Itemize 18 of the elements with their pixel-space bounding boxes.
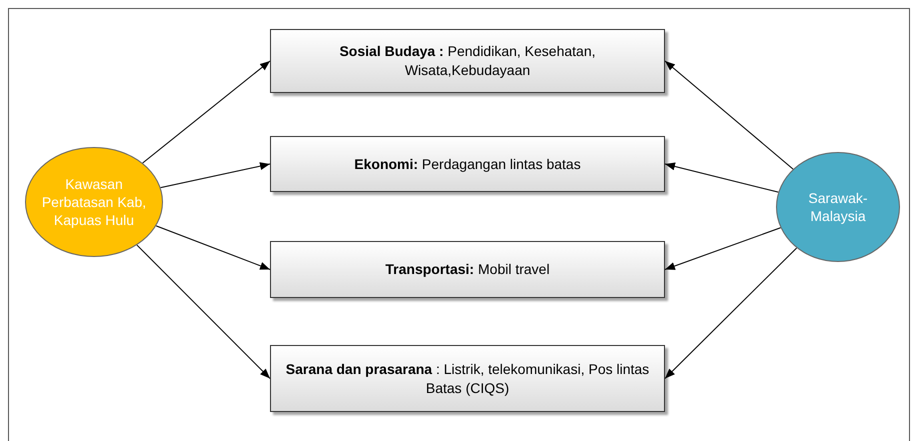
process-box [270,345,665,412]
box-label: Sarana dan prasarana : Listrik, telekomunikasi, Pos lintas Batas (CIQS) [284,360,650,398]
process-box [270,136,665,192]
node-label: Kawasan Perbatasan Kab, Kapuas Hulu [40,175,148,229]
arrow [664,247,798,379]
arrow [664,60,794,170]
process-box [270,241,665,298]
process-box [270,29,665,93]
box-label: Transportasi: Mobil travel [385,260,550,279]
box-label: Ekonomi: Perdagangan lintas batas [354,154,581,174]
box-label: Sosial Budaya : Pendidikan, Kesehatan, Wisata,Kebudayaan [338,42,597,80]
arrow [160,162,270,188]
arrow [664,227,782,270]
node-label: Sarawak-Malaysia [807,189,869,225]
arrow [664,162,779,193]
arrow [156,225,270,270]
arrow [142,60,270,164]
arrow [136,244,270,379]
